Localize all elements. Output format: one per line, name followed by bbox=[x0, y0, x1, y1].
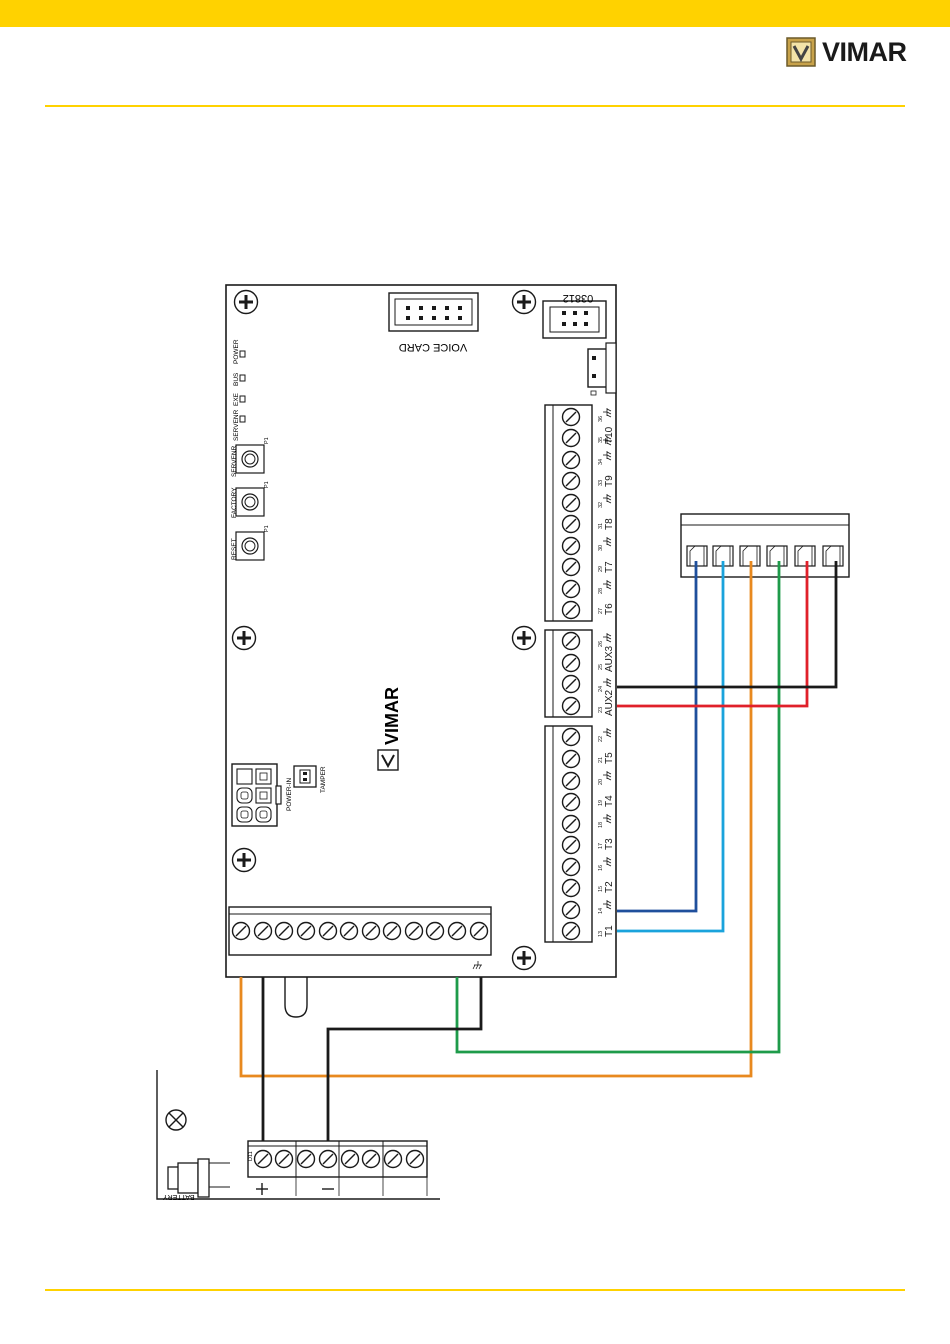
terminal-number: 34 bbox=[598, 459, 604, 465]
board-logo: VIMAR bbox=[378, 687, 402, 770]
wire-black-aux bbox=[617, 561, 836, 687]
jumper-loop bbox=[285, 977, 307, 1017]
mount-hole-icon bbox=[513, 627, 536, 650]
terminal-number: 30 bbox=[598, 545, 604, 551]
terminal-label: T2 bbox=[604, 881, 615, 893]
terminal-label: AUX3 bbox=[604, 645, 615, 672]
mount-hole-icon bbox=[235, 291, 258, 314]
terminal-number: 22 bbox=[598, 736, 604, 742]
terminal-number: 32 bbox=[598, 502, 604, 508]
terminal-number: 28 bbox=[598, 588, 604, 594]
button-label-servenr: SERVENR bbox=[231, 445, 238, 477]
terminal-number: 16 bbox=[598, 865, 604, 871]
voice-card-connector: VOICE CARD bbox=[389, 293, 478, 353]
right-terminal-blocks bbox=[545, 405, 592, 942]
push-buttons: SERVENR FACTORY RESET P1 P1 P1 bbox=[231, 437, 270, 560]
button-label-reset: RESET bbox=[231, 538, 238, 560]
terminal-number: 26 bbox=[598, 641, 604, 647]
side-connector bbox=[588, 343, 616, 395]
button-ref: P1 bbox=[264, 525, 270, 532]
psu-block-ref: D11 bbox=[248, 1151, 254, 1161]
terminal-number: 14 bbox=[598, 908, 604, 914]
power-in-label: POWER-IN bbox=[286, 777, 293, 811]
led-label-servenr: SERVENR bbox=[233, 409, 240, 441]
terminal-number: 36 bbox=[598, 416, 604, 422]
tamper-label: TAMPER bbox=[320, 766, 327, 793]
external-terminal-block bbox=[681, 514, 849, 577]
board-brand: VIMAR bbox=[382, 687, 402, 745]
terminal-label: T1 bbox=[604, 925, 615, 937]
terminal-label: T6 bbox=[604, 603, 615, 615]
board-model: 03812 bbox=[563, 292, 594, 304]
terminal-label: T5 bbox=[604, 752, 615, 764]
button-label-factory: FACTORY bbox=[231, 487, 238, 518]
battery-label: BATTERY bbox=[163, 1193, 195, 1200]
led-label-exe: EXE bbox=[233, 392, 240, 406]
mount-hole-icon bbox=[233, 627, 256, 650]
voice-card-label: VOICE CARD bbox=[399, 341, 468, 353]
led-label-bus: BUS bbox=[233, 372, 240, 386]
terminal-label: T9 bbox=[604, 475, 615, 487]
button-ref: P1 bbox=[264, 437, 270, 444]
terminal-number: 15 bbox=[598, 886, 604, 892]
plus-icon bbox=[256, 1183, 268, 1195]
terminal-number: 20 bbox=[598, 779, 604, 785]
terminal-number: 13 bbox=[598, 931, 604, 937]
mount-hole-icon bbox=[513, 947, 536, 970]
button-ref: P1 bbox=[264, 481, 270, 488]
terminal-number: 18 bbox=[598, 822, 604, 828]
led-label-power: POWER bbox=[233, 339, 240, 364]
power-supply-unit: BATTERY D11 bbox=[157, 1070, 440, 1200]
terminal-label: T4 bbox=[604, 795, 615, 807]
terminal-number: 31 bbox=[598, 523, 604, 529]
terminal-number: 23 bbox=[598, 707, 604, 713]
mount-hole-icon bbox=[513, 291, 536, 314]
terminal-label: T8 bbox=[604, 518, 615, 530]
wire-light-blue bbox=[617, 561, 723, 931]
terminal-number: 17 bbox=[598, 843, 604, 849]
psu-terminal-block: D11 bbox=[248, 1141, 427, 1196]
terminal-number: 24 bbox=[598, 686, 604, 692]
battery-connector: BATTERY bbox=[163, 1159, 230, 1200]
terminal-label: AUX2 bbox=[604, 689, 615, 716]
terminal-label: T7 bbox=[604, 561, 615, 573]
terminal-label: T3 bbox=[604, 838, 615, 850]
mount-hole-icon bbox=[233, 849, 256, 872]
terminal-number: 21 bbox=[598, 757, 604, 763]
terminal-number: 19 bbox=[598, 800, 604, 806]
terminal-number: 33 bbox=[598, 480, 604, 486]
terminal-number: 25 bbox=[598, 664, 604, 670]
wire-dark-blue bbox=[617, 561, 696, 911]
terminal-number: 29 bbox=[598, 566, 604, 572]
terminal-number: 27 bbox=[598, 608, 604, 614]
